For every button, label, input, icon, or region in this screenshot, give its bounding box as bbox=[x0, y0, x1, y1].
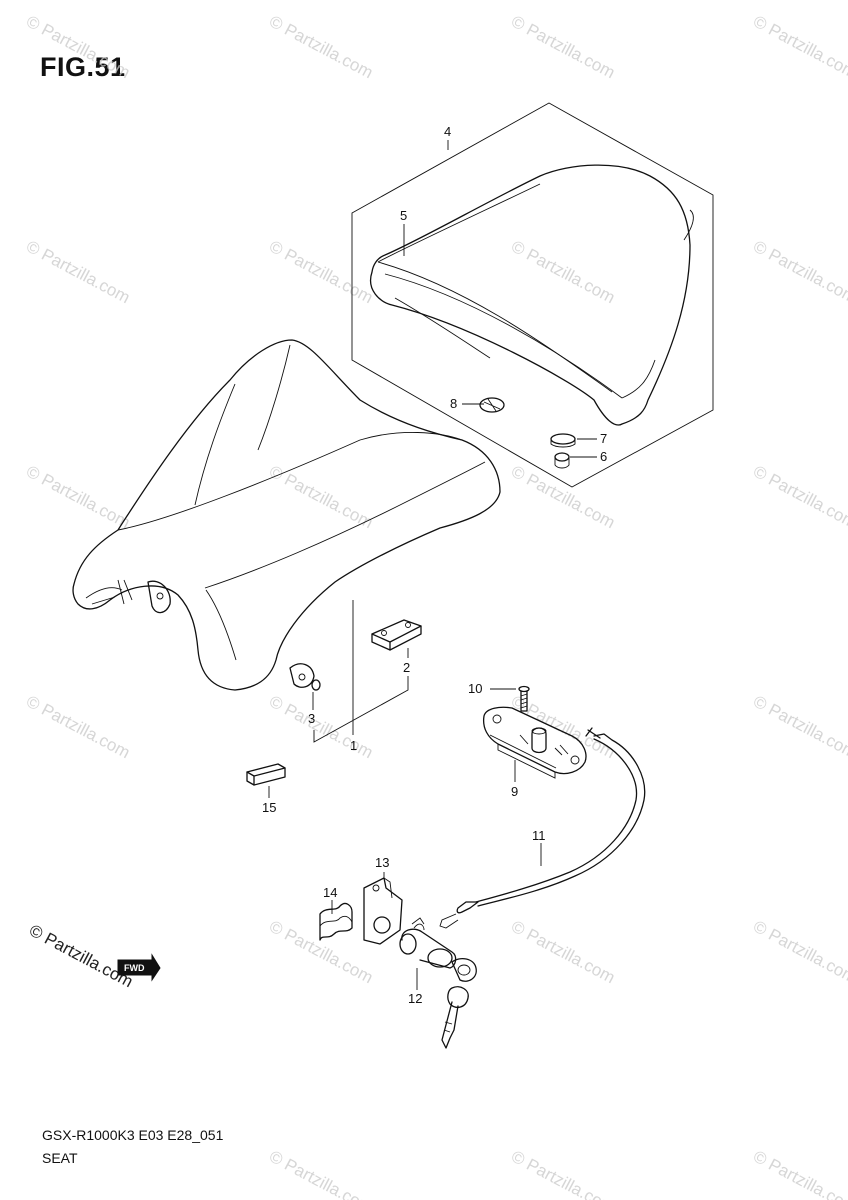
watermark: © Partzilla.com bbox=[266, 237, 376, 308]
callout-13: 13 bbox=[375, 855, 389, 870]
fwd-arrow-icon: FWD bbox=[117, 953, 161, 982]
screw-part-10 bbox=[518, 685, 530, 712]
front-seat bbox=[72, 339, 501, 691]
rear-seat-assembly-outline bbox=[351, 102, 714, 488]
watermark: © Partzilla.com bbox=[266, 692, 376, 763]
plate-part-2 bbox=[371, 619, 422, 651]
fwd-label: FWD bbox=[124, 963, 145, 973]
callout-11: 11 bbox=[532, 828, 546, 843]
lock-cylinder-part-12 bbox=[399, 917, 477, 1049]
cushion-part-7 bbox=[550, 433, 576, 448]
watermark: © Partzilla.com bbox=[750, 12, 848, 83]
watermark: © Partzilla.com bbox=[750, 1147, 848, 1200]
model-code: GSX-R1000K3 E03 E28_051 bbox=[42, 1127, 224, 1143]
watermark: © Partzilla.com bbox=[750, 237, 848, 308]
watermark: © Partzilla.com bbox=[23, 12, 133, 83]
watermark: © Partzilla.com bbox=[508, 462, 618, 533]
figure-title: FIG.51 bbox=[40, 52, 126, 82]
damper-part-8 bbox=[479, 397, 505, 413]
callout-4: 4 bbox=[444, 124, 451, 139]
watermark: © Partzilla.com bbox=[750, 917, 848, 988]
brand-mark: © Partzilla.com FWD bbox=[26, 921, 161, 992]
watermark: © Partzilla.com bbox=[508, 12, 618, 83]
watermark: © Partzilla.com bbox=[508, 1147, 618, 1200]
watermark: © Partzilla.com bbox=[508, 237, 618, 308]
callout-1: 1 bbox=[350, 738, 357, 753]
watermark: © Partzilla.com bbox=[266, 12, 376, 83]
callout-8: 8 bbox=[450, 396, 457, 411]
seat-lock-part-9 bbox=[482, 706, 587, 779]
callout-6: 6 bbox=[600, 449, 607, 464]
callout-5: 5 bbox=[400, 208, 407, 223]
callout-2: 2 bbox=[403, 660, 410, 675]
watermark: © Partzilla.com bbox=[23, 462, 133, 533]
callout-12: 12 bbox=[408, 991, 422, 1006]
callout-10: 10 bbox=[468, 681, 482, 696]
watermark: © Partzilla.com bbox=[266, 917, 376, 988]
section-name: SEAT bbox=[42, 1150, 78, 1166]
watermark: © Partzilla.com bbox=[750, 462, 848, 533]
bracket-part-13 bbox=[363, 877, 403, 945]
block-part-15 bbox=[246, 763, 286, 786]
watermark: © Partzilla.com bbox=[266, 1147, 376, 1200]
watermark: © Partzilla.com bbox=[508, 917, 618, 988]
brand-mark-text: © Partzilla.com bbox=[26, 921, 136, 992]
leader-lines bbox=[268, 140, 597, 990]
rear-seat-cowl bbox=[369, 164, 694, 426]
watermark: © Partzilla.com bbox=[23, 237, 133, 308]
cushion-part-6 bbox=[554, 452, 570, 469]
cable-part-11 bbox=[439, 727, 646, 929]
callout-labels: 1 2 3 4 5 6 7 8 9 10 11 12 13 14 15 bbox=[262, 124, 607, 1006]
watermark: © Partzilla.com bbox=[23, 692, 133, 763]
watermark-layer: © Partzilla.com © Partzilla.com © Partzi… bbox=[23, 12, 848, 1200]
callout-7: 7 bbox=[600, 431, 607, 446]
callout-9: 9 bbox=[511, 784, 518, 799]
watermark: © Partzilla.com bbox=[750, 692, 848, 763]
clip-part-14 bbox=[319, 902, 353, 941]
callout-15: 15 bbox=[262, 800, 276, 815]
pin-part-3 bbox=[311, 679, 321, 691]
callout-14: 14 bbox=[323, 885, 337, 900]
callout-3: 3 bbox=[308, 711, 315, 726]
watermark: © Partzilla.com bbox=[266, 462, 376, 533]
